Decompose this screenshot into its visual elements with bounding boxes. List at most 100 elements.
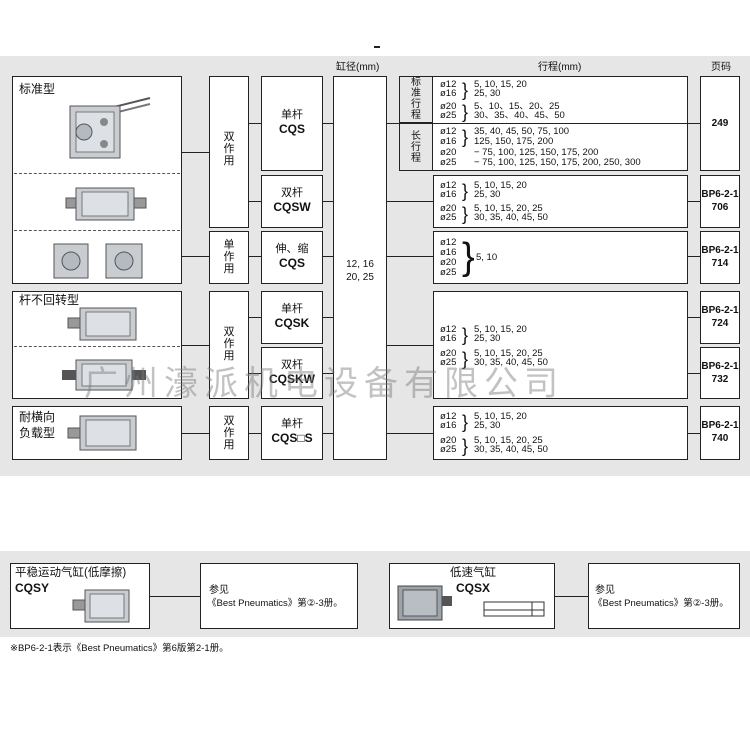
page-ref-5[interactable]: BP6-2-1 732 bbox=[700, 347, 740, 399]
series-cqs: 单杆 CQS bbox=[261, 76, 323, 171]
connector-line bbox=[249, 433, 261, 434]
action-double-3: 双作用 bbox=[209, 406, 249, 460]
series-cqs-single: 伸、缩 CQS bbox=[261, 231, 323, 284]
stroke-bore: ø16 bbox=[440, 136, 457, 147]
top-marker bbox=[374, 46, 380, 48]
stroke-values: − 75, 100, 125, 150, 175, 200, 250, 300 bbox=[474, 157, 641, 168]
stroke-values: 30, 35, 40, 45, 50 bbox=[474, 212, 548, 223]
series-cqskw-code: CQSKW bbox=[269, 372, 315, 386]
page-ref-2[interactable]: BP6-2-1 706 bbox=[700, 175, 740, 228]
page-ref-3[interactable]: BP6-2-1 714 bbox=[700, 231, 740, 284]
stroke-bore: ø20 bbox=[440, 147, 457, 158]
page-ref-1[interactable]: 249 bbox=[700, 76, 740, 171]
series-cqs-s: 单杆 CQS□S bbox=[261, 406, 323, 460]
stroke-values: 25, 30 bbox=[474, 189, 501, 200]
series-cqs-s-name: 单杆 bbox=[281, 418, 303, 430]
page-ref-2-line1: BP6-2-1 bbox=[701, 189, 739, 200]
action-single: 单作用 bbox=[209, 231, 249, 284]
cylinder-image-cqsk bbox=[62, 302, 152, 344]
stroke-type-standard: 标准行程 bbox=[399, 76, 433, 123]
brace: } bbox=[462, 412, 469, 432]
connector-line bbox=[688, 433, 700, 434]
stroke-values: 5, 10, 15, 20 bbox=[474, 180, 527, 191]
stroke-bore: ø25 bbox=[440, 110, 457, 121]
action-double-1-label: 双作用 bbox=[223, 131, 235, 167]
stroke-bore: ø20 bbox=[440, 203, 457, 214]
cylinder-image-cqskw bbox=[56, 352, 152, 396]
series-cqsk: 单杆 CQSK bbox=[261, 291, 323, 344]
stroke-type-long-label: 长行程 bbox=[411, 131, 421, 164]
connector-line bbox=[323, 433, 333, 434]
page-ref-1-text: 249 bbox=[711, 118, 729, 129]
divider-dash bbox=[14, 173, 180, 174]
stroke-values: 25, 30 bbox=[474, 88, 501, 99]
cylinder-image-single-a bbox=[50, 236, 95, 282]
stroke-cqsw: ø12 ø16 } 5, 10, 15, 20 25, 30 ø20 ø25 }… bbox=[433, 175, 688, 228]
series-cqsw-code: CQSW bbox=[273, 200, 311, 214]
cqsy-ref-line2: 《Best Pneumatics》第②-3册。 bbox=[207, 598, 343, 609]
stroke-single: ø12 ø16 ø20 ø25 } 5, 10 bbox=[433, 231, 688, 284]
connector-line bbox=[555, 596, 588, 597]
stroke-values: 25, 30 bbox=[474, 333, 501, 344]
page-ref-3-line1: BP6-2-1 bbox=[701, 245, 739, 256]
series-cqs-code: CQS bbox=[278, 122, 305, 136]
cqsy-box: 平稳运动气缸(低摩擦) CQSY bbox=[10, 563, 150, 629]
series-cqs-single-code: CQS bbox=[278, 256, 305, 270]
stroke-values: − 75, 100, 125, 150, 175, 200 bbox=[474, 147, 599, 158]
stroke-bore: ø20 bbox=[440, 435, 457, 446]
page-ref-6-line1: BP6-2-1 bbox=[701, 420, 739, 431]
stroke-bore: ø16 bbox=[440, 420, 457, 431]
connector-line bbox=[688, 317, 700, 318]
stroke-bore: ø25 bbox=[440, 157, 457, 168]
connector-line bbox=[150, 596, 200, 597]
action-double-3-label: 双作用 bbox=[223, 415, 235, 451]
stroke-bore: ø12 bbox=[440, 180, 457, 191]
cylinder-image-single-b bbox=[102, 236, 150, 282]
bore-line2: 20, 25 bbox=[346, 272, 374, 283]
connector-line bbox=[182, 256, 209, 257]
cylinder-image-cqsy bbox=[67, 584, 137, 628]
page-ref-4[interactable]: BP6-2-1 724 bbox=[700, 291, 740, 344]
page-header: 页码 bbox=[711, 62, 731, 73]
action-double-1: 双作用 bbox=[209, 76, 249, 228]
bore-header: 缸径(mm) bbox=[336, 62, 380, 73]
page-ref-2-line2: 706 bbox=[711, 202, 729, 213]
series-cqsw: 双杆 CQSW bbox=[261, 175, 323, 228]
page-ref-6[interactable]: BP6-2-1 740 bbox=[700, 406, 740, 460]
cylinder-image-cqsx bbox=[394, 578, 454, 626]
stroke-bore: ø20 bbox=[440, 348, 457, 359]
divider-line bbox=[433, 123, 688, 124]
series-cqskw-name: 双杆 bbox=[281, 359, 303, 371]
connector-line bbox=[387, 201, 433, 202]
stroke-values: 30、35、40、45、50 bbox=[474, 110, 565, 121]
stroke-header: 行程(mm) bbox=[538, 62, 582, 73]
connector-line bbox=[688, 201, 700, 202]
stroke-bore: ø12 bbox=[440, 79, 457, 90]
stroke-values: 30, 35, 40, 45, 50 bbox=[474, 444, 548, 455]
brace: } bbox=[462, 204, 469, 224]
connector-line bbox=[323, 201, 333, 202]
page-ref-6-line2: 740 bbox=[711, 433, 729, 444]
category-standard-label: 标准型 bbox=[19, 82, 56, 96]
stroke-values: 5, 10, 15, 20, 25 bbox=[474, 435, 543, 446]
connector-line bbox=[387, 433, 433, 434]
bore-line1: 12, 16 bbox=[346, 259, 374, 270]
page-ref-4-line2: 724 bbox=[711, 318, 729, 329]
stroke-bore: ø16 bbox=[440, 247, 457, 258]
connector-line bbox=[387, 345, 433, 346]
cqsy-ref-line1: 参见 bbox=[209, 585, 229, 596]
brace: } bbox=[462, 325, 469, 345]
brace: } bbox=[462, 127, 469, 147]
stroke-values: 25, 30 bbox=[474, 420, 501, 431]
cqsx-ref-line2: 《Best Pneumatics》第②-3册。 bbox=[593, 598, 729, 609]
category-lateral-load-line1: 耐横向 bbox=[19, 410, 56, 424]
bore-box: 12, 16 20, 25 bbox=[333, 76, 387, 460]
divider-dash bbox=[14, 230, 180, 231]
footnote: ※BP6-2-1表示《Best Pneumatics》第6版第2-1册。 bbox=[10, 643, 229, 654]
stroke-type-long: 长行程 bbox=[399, 123, 433, 171]
connector-line bbox=[182, 152, 209, 153]
stroke-bore: ø16 bbox=[440, 88, 457, 99]
stroke-values: 5, 10, 15, 20 bbox=[474, 79, 527, 90]
connector-line bbox=[688, 123, 700, 124]
stroke-values: 5, 10, 15, 20, 25 bbox=[474, 203, 543, 214]
